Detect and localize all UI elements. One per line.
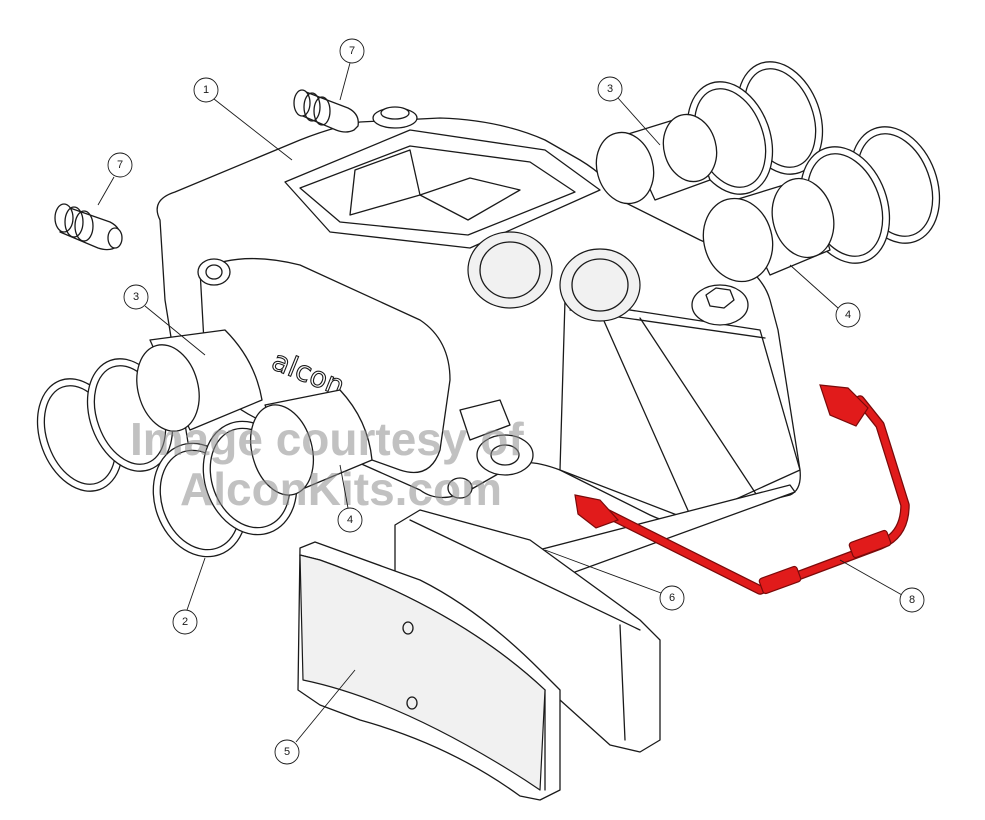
- callout-3-left-label: 3: [133, 291, 139, 303]
- callout-4-left-label: 4: [347, 514, 353, 526]
- callout-3-right-label: 3: [607, 83, 613, 95]
- callout-7-top-label: 7: [349, 45, 355, 57]
- callout-4-right-label: 4: [845, 309, 851, 321]
- callout-8: 8: [839, 559, 925, 613]
- callout-4-right: 4: [789, 264, 861, 328]
- callout-8-label: 8: [909, 594, 915, 606]
- callout-6: 6: [544, 549, 685, 611]
- pistons-left: [136, 329, 373, 496]
- brake-pad-front: [297, 541, 561, 801]
- callout-2: 2: [172, 557, 206, 635]
- callout-1: 1: [193, 77, 293, 161]
- watermark-line-1: Image courtesy of: [130, 413, 524, 465]
- callout-6-label: 6: [669, 592, 675, 604]
- bleed-screw-top: [293, 89, 359, 133]
- callout-7-left-label: 7: [117, 159, 123, 171]
- callout-3-left: 3: [123, 284, 206, 356]
- pistons-right: [595, 113, 835, 283]
- callout-1-label: 1: [203, 84, 209, 96]
- bleed-screw-left: [54, 203, 123, 251]
- callout-5-label: 5: [284, 746, 290, 758]
- callout-4-left: 4: [337, 464, 363, 533]
- callout-7-top: 7: [339, 38, 365, 101]
- bridge-pipe: [574, 384, 910, 595]
- callout-5: 5: [274, 669, 356, 765]
- callout-3-right: 3: [597, 76, 661, 146]
- callout-7-left: 7: [97, 152, 133, 206]
- callout-2-label: 2: [182, 616, 188, 628]
